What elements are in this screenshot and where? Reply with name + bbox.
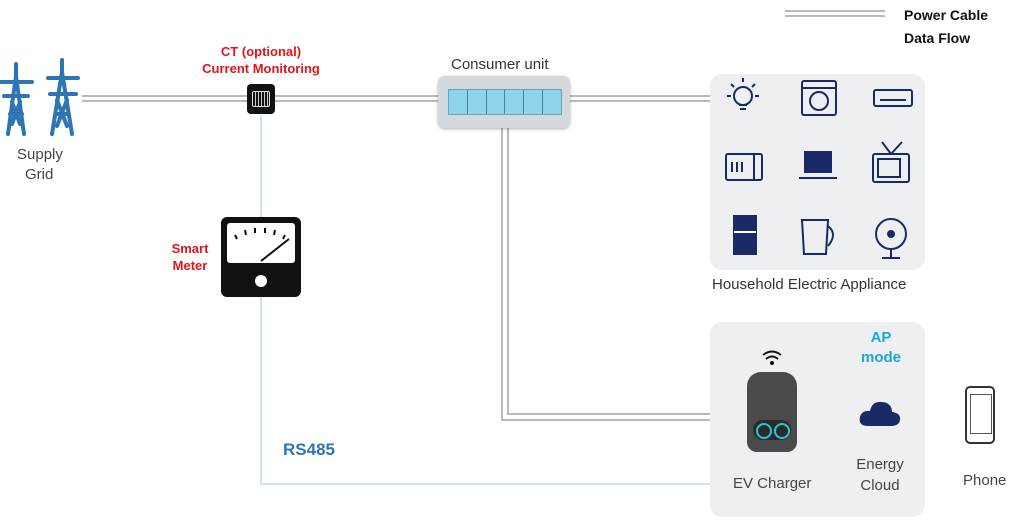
air-conditioner-icon [873,89,913,107]
phone-icon [965,386,995,444]
energy-cloud-line1: Energy [856,456,904,473]
wifi-icon [762,350,782,365]
legend-power-cable: Power Cable [904,7,989,23]
household-label: Household Electric Appliance [712,276,907,293]
rs485-label: RS485 [283,440,335,459]
laptop-icon [799,151,837,179]
ct-label-line2: Current Monitoring [202,61,320,76]
smart-meter-icon [221,217,301,297]
kettle-icon [800,219,834,255]
washing-machine-icon [801,80,837,116]
household-appliance-panel [710,74,925,270]
smart-meter-label-line1: Smart [171,241,209,256]
energy-cloud-label: Energy Cloud [850,454,910,496]
ev-charger-icon [747,372,797,452]
ct-label: CT (optional) Current Monitoring [196,43,326,77]
fridge-icon [733,215,757,255]
ct-label-line1: CT (optional) [220,44,302,59]
microwave-icon [725,153,763,181]
ap-mode-line2: mode [860,349,901,366]
fan-icon [875,218,907,259]
supply-grid-label-1: Supply [17,146,63,163]
ct-clamp-icon [247,84,275,114]
lightbulb-icon [727,78,759,110]
phone-label: Phone [963,472,1007,489]
consumer-unit-box [438,76,570,128]
tv-icon [872,141,910,183]
cloud-icon [859,401,901,426]
ev-charger-label: EV Charger [733,475,812,492]
smart-meter-label: Smart Meter [165,240,215,274]
smart-meter-label-line2: Meter [172,258,208,273]
ap-mode-line1: AP [870,329,892,346]
consumer-unit-label: Consumer unit [451,56,549,73]
supply-grid-label-2: Grid [25,166,54,183]
ap-mode-label: AP mode [851,328,911,368]
energy-cloud-line2: Cloud [860,477,900,494]
power-tower-icon [0,58,80,136]
legend-data-flow: Data Flow [904,30,971,46]
